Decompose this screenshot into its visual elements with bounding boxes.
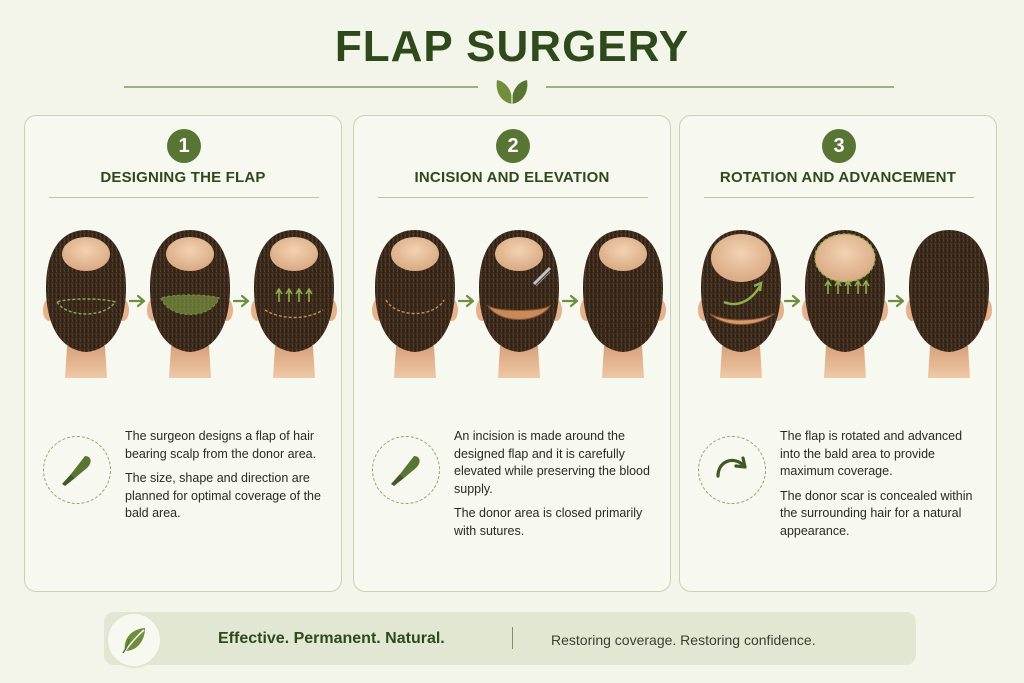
- page-title: FLAP SURGERY: [334, 22, 690, 71]
- title-rule-right: [546, 86, 894, 88]
- title-rule-left: [124, 86, 478, 88]
- step-description-paragraph: The donor scar is concealed within the s…: [780, 488, 973, 538]
- step-icon-badge: [698, 436, 766, 504]
- step-description: The flap is rotated and advanced into th…: [780, 428, 985, 547]
- head-illustration: [43, 228, 129, 378]
- step-title: DESIGNING THE FLAP: [100, 169, 266, 186]
- footer-subtitle: Restoring coverage. Restoring confidence…: [551, 632, 816, 648]
- scalpel-icon: [386, 450, 426, 490]
- head-illustration: [698, 228, 784, 378]
- step-icon-badge: [43, 436, 111, 504]
- footer-leaf-badge: [106, 612, 162, 668]
- arrow-right-icon: [888, 294, 905, 308]
- step-description: The surgeon designs a flap of hair beari…: [125, 428, 330, 530]
- head-illustration: [251, 228, 337, 378]
- head-illustration: [147, 228, 233, 378]
- footer-banner: [104, 612, 916, 665]
- step-panel-2: 2 INCISION AND ELEVATION: [353, 115, 671, 592]
- head-sequence: [35, 228, 337, 378]
- step-divider: [49, 197, 319, 198]
- head-illustration: [476, 228, 562, 378]
- arrow-right-icon: [233, 294, 250, 308]
- head-sequence: [364, 228, 666, 378]
- step-icon-badge: [372, 436, 440, 504]
- head-illustration: [580, 228, 666, 378]
- step-title: ROTATION AND ADVANCEMENT: [719, 169, 957, 186]
- head-illustration: [906, 228, 992, 378]
- step-title: INCISION AND ELEVATION: [414, 169, 610, 186]
- footer-tagline: Effective. Permanent. Natural.: [218, 630, 445, 647]
- rotate-arrow-icon: [712, 450, 752, 490]
- arrow-right-icon: [784, 294, 801, 308]
- step-description-paragraph: The donor area is closed primarily with …: [454, 506, 643, 538]
- head-sequence: [690, 228, 992, 378]
- step-description-paragraph: The size, shape and direction are planne…: [125, 471, 321, 520]
- arrow-right-icon: [458, 294, 475, 308]
- step-description-paragraph: The flap is rotated and advanced into th…: [780, 429, 963, 478]
- step-number-badge: 1: [167, 129, 201, 163]
- step-divider: [378, 197, 648, 198]
- step-description: An incision is made around the designed …: [454, 428, 659, 547]
- step-description-paragraph: An incision is made around the designed …: [454, 429, 650, 496]
- head-illustration: [372, 228, 458, 378]
- leaf-icon: [122, 628, 145, 654]
- arrow-right-icon: [129, 294, 146, 308]
- step-panel-1: 1 DESIGNING THE FLAP: [24, 115, 342, 592]
- leaf-icon: [496, 80, 528, 104]
- arrow-right-icon: [562, 294, 579, 308]
- head-illustration: [802, 228, 888, 378]
- step-divider: [704, 197, 974, 198]
- step-number-badge: 2: [496, 129, 530, 163]
- step-description-paragraph: The surgeon designs a flap of hair beari…: [125, 429, 317, 461]
- scalpel-icon: [57, 450, 97, 490]
- step-panel-3: 3 ROTATION AND ADVANCEMENT: [679, 115, 997, 592]
- step-number-badge: 3: [822, 129, 856, 163]
- footer-divider: [512, 627, 513, 649]
